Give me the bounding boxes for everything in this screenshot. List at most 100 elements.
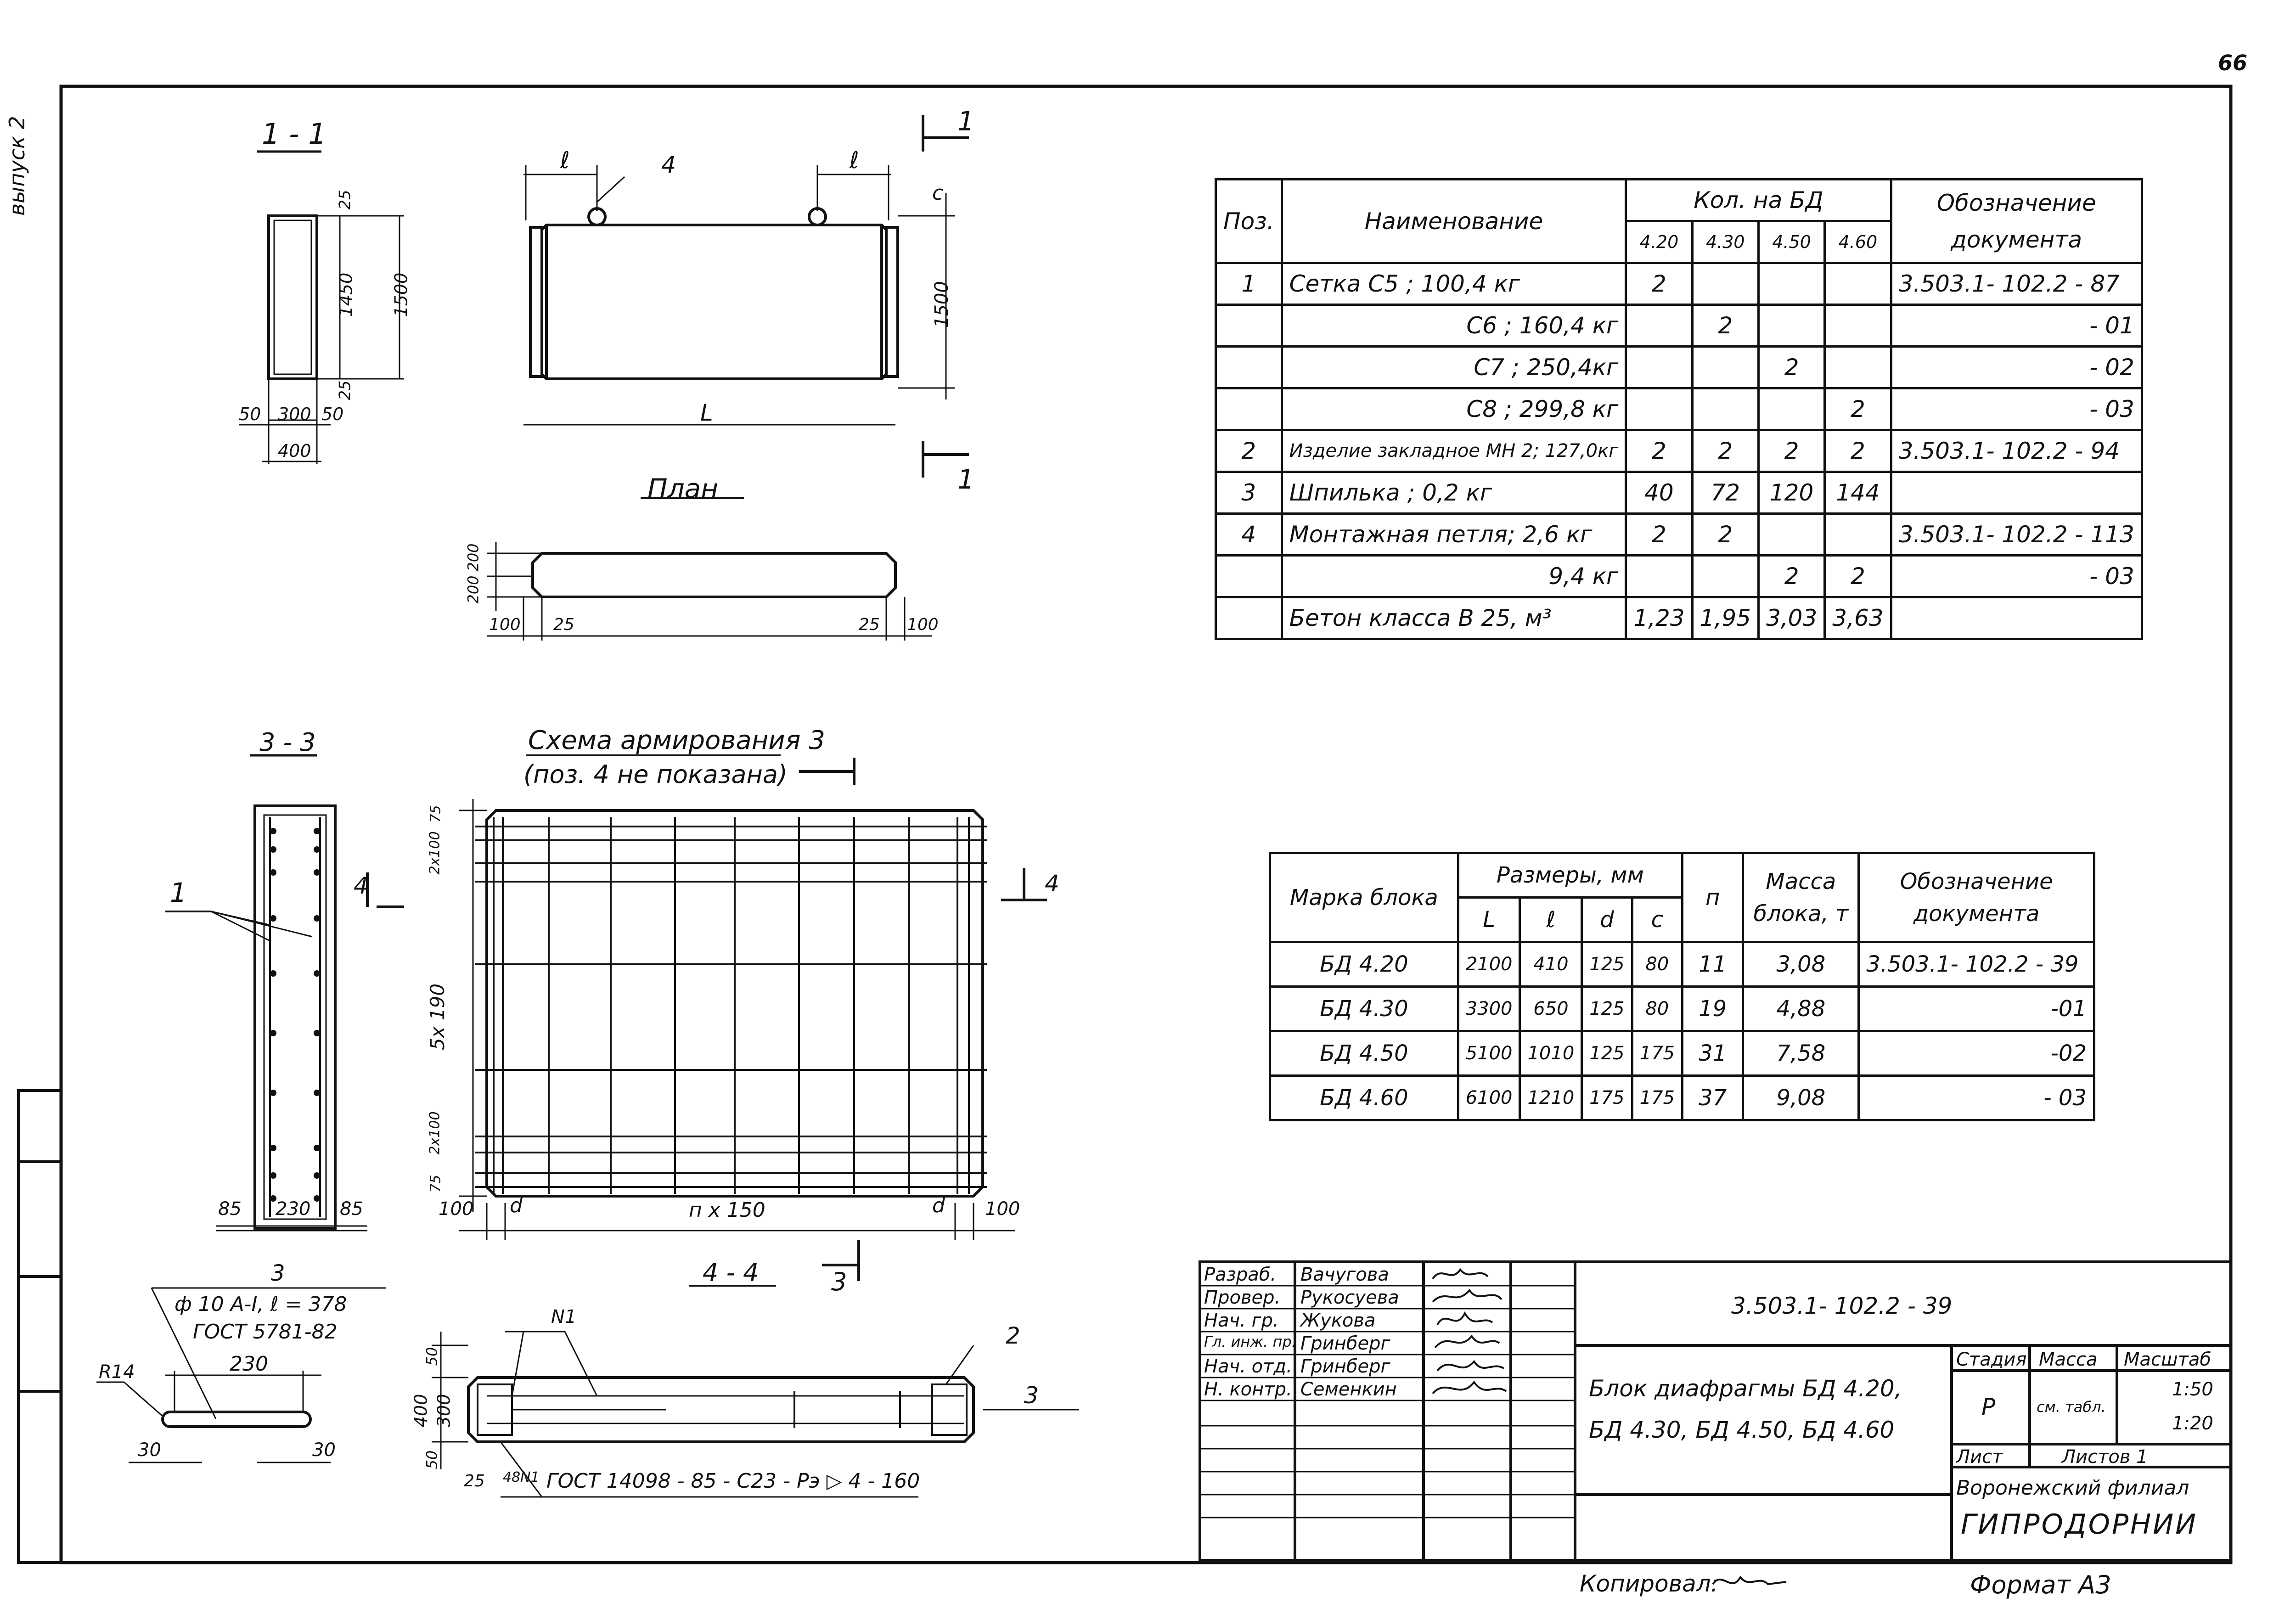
- cell-doc: 3.503.1- 102.2 - 39: [1857, 941, 2095, 988]
- copier-signature: [1712, 1575, 1787, 1586]
- sheets-label: Листов 1: [2062, 1446, 2148, 1468]
- cell-qty: 2: [1625, 429, 1694, 473]
- cell-qty: 2: [1823, 387, 1892, 431]
- dim-label: 230: [230, 1352, 268, 1376]
- section-mark: 1: [957, 464, 974, 495]
- scheme-title: Схема армирования 3: [528, 725, 825, 755]
- section-mark: 4: [354, 872, 368, 899]
- cell-d: 125: [1581, 985, 1633, 1032]
- signer-name: Семенкин: [1300, 1379, 1397, 1400]
- document-title-line-1: Блок диафрагмы БД 4.20,: [1589, 1375, 1902, 1402]
- dim-label: 2x100: [427, 1111, 443, 1155]
- header-sub: d: [1581, 896, 1633, 943]
- mass-label: Масса: [2039, 1349, 2098, 1370]
- cell-qty: [1823, 262, 1892, 306]
- page-number: 66: [2218, 51, 2248, 75]
- cell-doc: [1890, 471, 2143, 515]
- cell-doc: - 02: [1890, 345, 2143, 389]
- dim-label: 50: [321, 404, 344, 424]
- dim-label: 230: [276, 1198, 311, 1220]
- cell-c: 80: [1631, 985, 1684, 1032]
- header-sub: ℓ: [1519, 896, 1583, 943]
- cell-l: 6100: [1457, 1074, 1521, 1121]
- detail-3-line: ГОСТ 5781-82: [193, 1320, 338, 1344]
- weld-note: ГОСТ 14098 - 85 - С23 - Рэ ▷ 4 - 160: [546, 1469, 920, 1493]
- title-block-grid: [1199, 1260, 2232, 1562]
- cell-pos: [1215, 554, 1283, 598]
- dim-label: 85: [340, 1198, 363, 1220]
- header-sizes: Размеры, мм: [1457, 852, 1684, 899]
- section-4-4-title: 4 - 4: [703, 1258, 759, 1287]
- header-sub: L: [1457, 896, 1521, 943]
- signer-name: Гринберг: [1300, 1356, 1390, 1377]
- dim-label: 30: [138, 1440, 161, 1461]
- detail-3-title: 3: [271, 1260, 285, 1286]
- cell-qty: [1757, 512, 1826, 557]
- dim-label: 200: [464, 575, 482, 604]
- cell-name: С8 ; 299,8 кг: [1280, 387, 1627, 431]
- cell-doc: - 03: [1890, 554, 2143, 598]
- dim-label: R14: [99, 1361, 135, 1383]
- signatures: [1432, 1268, 1507, 1395]
- cell-l: 410: [1519, 941, 1583, 988]
- callout-label: 2: [1006, 1322, 1020, 1349]
- dim-label: 75: [428, 1175, 444, 1192]
- dim-label: c: [932, 181, 944, 205]
- dim-label: 85: [218, 1198, 242, 1220]
- header-pos: Поз.: [1215, 178, 1283, 264]
- block-sizes-table: Марка блока Размеры, мм п Масса блока, т…: [1269, 852, 2095, 1121]
- document-title-line-2: БД 4.30, БД 4.50, БД 4.60: [1589, 1417, 1895, 1443]
- cell-n: 31: [1681, 1030, 1745, 1077]
- signer-name: Рукосуева: [1300, 1287, 1399, 1308]
- dim-label: 50: [423, 1450, 441, 1469]
- header-n: п: [1681, 852, 1745, 943]
- cell-l: 5100: [1457, 1030, 1521, 1077]
- cell-qty: 2: [1757, 429, 1826, 473]
- dim-label: d: [510, 1194, 523, 1217]
- detail-3-line: ф 10 А-I, ℓ = 378: [174, 1293, 347, 1316]
- dim-label: ℓ: [560, 147, 570, 174]
- cell-qty: 2: [1691, 304, 1760, 348]
- dim-label: 1500: [931, 281, 952, 328]
- dim-label: 25: [464, 1472, 485, 1490]
- dim-label: 400: [278, 441, 311, 461]
- dim-label: 1500: [391, 272, 411, 317]
- cell-qty: [1625, 345, 1694, 389]
- signer-name: Жукова: [1300, 1310, 1376, 1331]
- callout-label: 3: [1024, 1382, 1039, 1409]
- cell-d: 125: [1581, 1030, 1633, 1077]
- cell-mass: 9,08: [1742, 1074, 1860, 1121]
- cell-name: 9,4 кг: [1280, 554, 1627, 598]
- dim-label: 1450: [336, 272, 356, 317]
- cell-n: 11: [1681, 941, 1745, 988]
- header-mass: Масса блока, т: [1742, 852, 1860, 943]
- cell-qty: [1823, 345, 1892, 389]
- organization-line-2: ГИПРОДОРНИИ: [1961, 1508, 2198, 1541]
- cell-qty: 2: [1691, 429, 1760, 473]
- cell-mass: 4,88: [1742, 985, 1860, 1032]
- cell-name: С6 ; 160,4 кг: [1280, 304, 1627, 348]
- copied-label: Копировал:: [1580, 1570, 1719, 1597]
- cell-name: Шпилька ; 0,2 кг: [1280, 471, 1627, 515]
- dim-label: d: [932, 1194, 945, 1217]
- cell-doc: -01: [1857, 985, 2095, 1032]
- cell-qty: 2: [1757, 554, 1826, 598]
- cell-c: 80: [1631, 941, 1684, 988]
- cell-pos: 2: [1215, 429, 1283, 473]
- signer-name: Вачугова: [1300, 1264, 1389, 1285]
- cell-name: Монтажная петля; 2,6 кг: [1280, 512, 1627, 557]
- cell-pos: 4: [1215, 512, 1283, 557]
- cell-mass: 3,08: [1742, 941, 1860, 988]
- dim-label: 100: [985, 1198, 1020, 1220]
- cell-qty: [1625, 304, 1694, 348]
- cell-qty: 2: [1823, 429, 1892, 473]
- header-doc: Обозначение документа: [1890, 178, 2143, 264]
- cell-d: 125: [1581, 941, 1633, 988]
- dim-label: 25: [859, 615, 880, 634]
